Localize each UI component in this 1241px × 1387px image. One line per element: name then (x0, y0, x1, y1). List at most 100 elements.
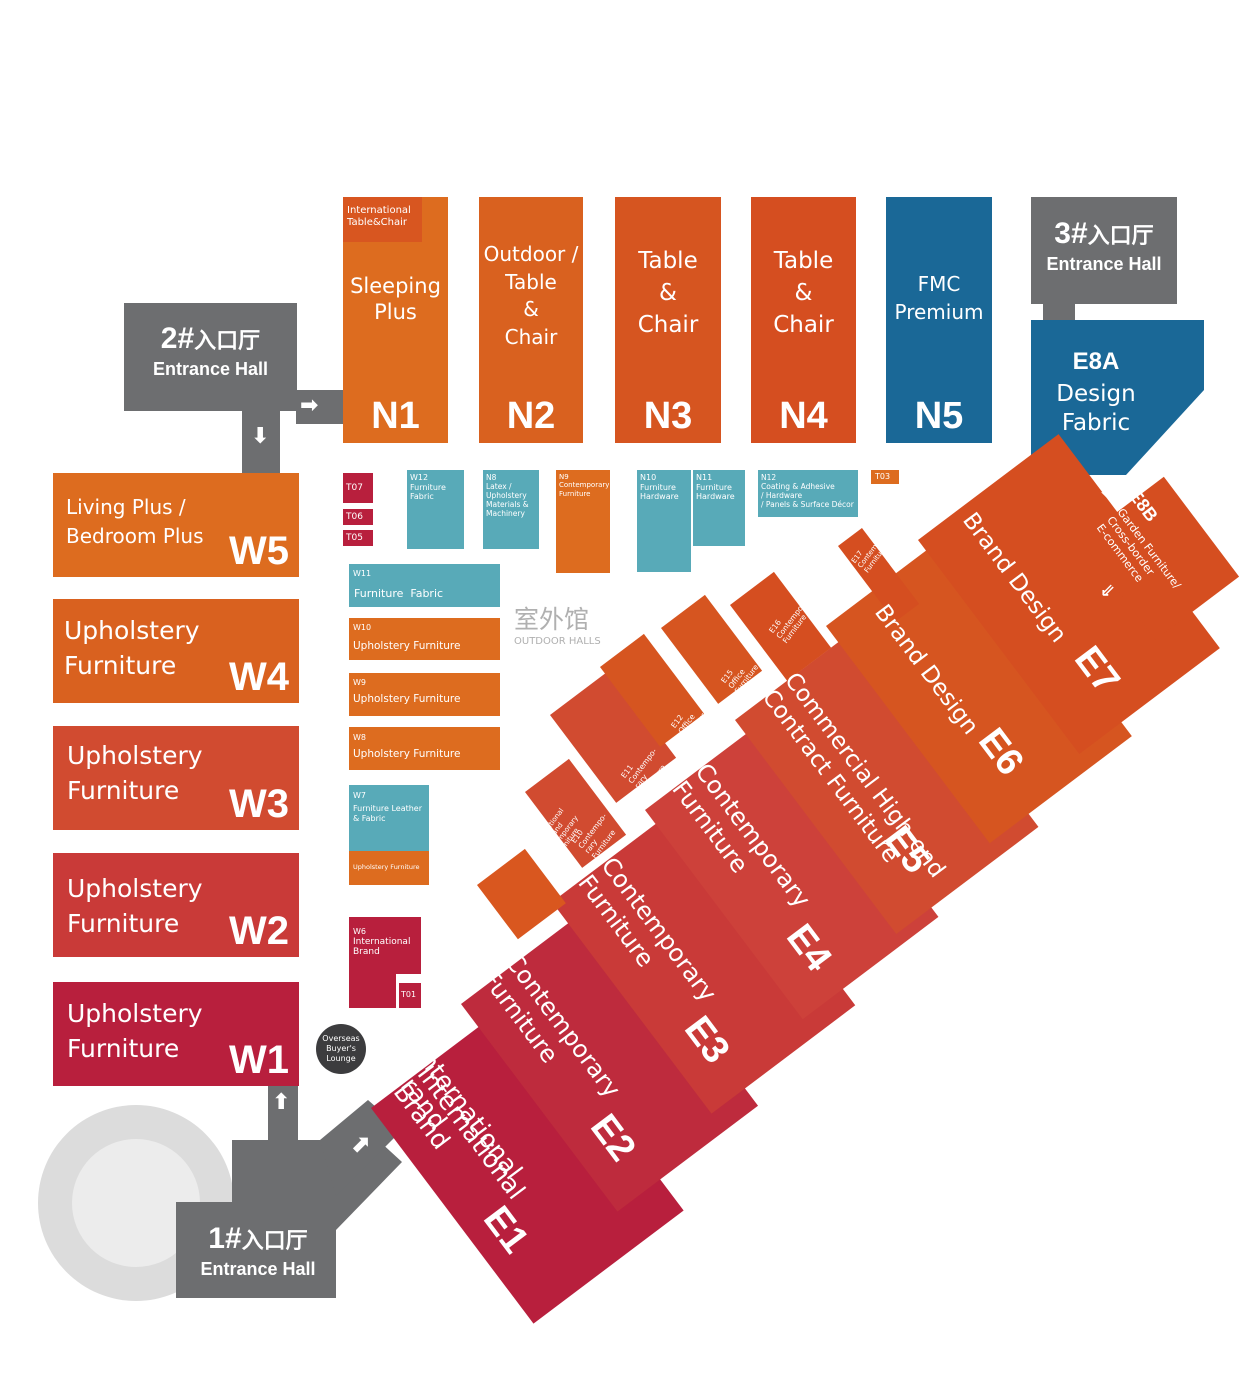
hall-n1-sub-area: International Table&Chair (343, 197, 422, 242)
hall-w5-code: W5 (229, 529, 289, 573)
hall-e8a-gap (1043, 304, 1075, 320)
hall-t01[interactable]: T01 (399, 983, 421, 1008)
hall-w10-label: Upholstery Furniture (353, 640, 461, 652)
hall-t06-label: T06 (346, 512, 363, 522)
hall-w5[interactable]: Living Plus / Bedroom Plus W5 (53, 473, 299, 577)
entrance-1-cn: 入口厅 (241, 1229, 308, 1254)
hall-n1-sub-label: International Table&Chair (347, 205, 411, 228)
entrance-hall-3 (1031, 197, 1177, 304)
hall-n1[interactable]: International Table&Chair Sleeping Plus … (343, 197, 448, 443)
hall-w8[interactable]: W8 Upholstery Furniture (349, 727, 500, 770)
hall-e8a-code: E8A (1072, 348, 1120, 375)
hall-w1-code: W1 (229, 1038, 289, 1082)
hall-w8-label: Upholstery Furniture (353, 748, 461, 760)
hall-n1-label: Sleeping Plus (350, 274, 441, 325)
hall-n8-label: N8 Latex / Upholstery Materials & Machin… (486, 473, 529, 518)
hall-w10-code: W10 (353, 623, 372, 632)
hall-w5-label: Living Plus / Bedroom Plus (66, 495, 204, 548)
hall-n11[interactable]: N11 Furniture Hardware (693, 470, 745, 546)
overseas-lounge[interactable]: Overseas Buyer's Lounge (316, 1024, 366, 1074)
hall-w3-label: Upholstery Furniture (67, 741, 203, 805)
arrow-up-icon: ⬆ (272, 1090, 291, 1115)
hall-n9-label: N9 Contemporary Furniture (559, 473, 610, 498)
hall-n10-label: N10 Furniture Hardware (640, 473, 679, 502)
arrow-down-outline-icon-2: ⇩ (1098, 478, 1115, 502)
entrance-3-en: Entrance Hall (1046, 254, 1162, 274)
hall-n5-label: FMC Premium (894, 272, 984, 324)
entrance-1-connector-up (268, 1082, 298, 1142)
hall-w7-sub-area: Upholstery Furniture (349, 851, 429, 885)
hall-w4-code: W4 (229, 655, 289, 699)
hall-n12-label: N12 Coating & Adhesive / Hardware / Pane… (761, 473, 854, 509)
hall-n2[interactable]: Outdoor / Table & Chair N2 (479, 197, 583, 443)
hall-w1-label: Upholstery Furniture (67, 999, 203, 1063)
hall-w3[interactable]: Upholstery Furniture W3 (53, 726, 299, 830)
hall-w9[interactable]: W9 Upholstery Furniture (349, 673, 500, 716)
hall-t07[interactable]: T07 (343, 473, 373, 503)
entrance-3-number: 3# (1054, 217, 1088, 250)
hall-e8a-label: Design Fabric (1056, 381, 1136, 437)
hall-w9-label: Upholstery Furniture (353, 693, 461, 705)
overseas-lounge-label: Overseas Buyer's Lounge (322, 1034, 360, 1063)
hall-n11-label: N11 Furniture Hardware (696, 473, 735, 502)
entrance-1-shape (176, 1100, 402, 1298)
hall-n3-code: N3 (643, 395, 693, 437)
hall-w7-code: W7 (353, 791, 366, 800)
hall-w11-code: W11 (353, 569, 372, 578)
outdoor-halls-en: OUTDOOR HALLS (514, 636, 601, 647)
hall-w7-label: Furniture Leather & Fabric (353, 804, 423, 824)
hall-w11-label: Furniture Fabric (354, 587, 444, 600)
hall-w6-label: International Brand (353, 937, 411, 958)
hall-w6-code: W6 (353, 927, 366, 936)
hall-e8a-shape[interactable] (1031, 320, 1206, 540)
arrow-down-icon: ⬇ (251, 424, 270, 449)
hall-w2-code: W2 (229, 909, 289, 953)
hall-w9-code: W9 (353, 678, 366, 687)
entrance-2-number: 2# (160, 322, 195, 355)
hall-t06[interactable]: T06 (343, 509, 373, 525)
hall-t01-label: T01 (401, 990, 417, 999)
arrow-right-icon: ➡ (300, 393, 319, 418)
entrance-2-label: 2#入口厅 Entrance Hall (124, 322, 297, 380)
hall-w4[interactable]: Upholstery Furniture W4 (53, 599, 299, 703)
hall-t03[interactable]: T03 (871, 470, 899, 484)
hall-n3[interactable]: Table & Chair N3 (615, 197, 721, 443)
hall-w3-code: W3 (229, 782, 289, 826)
hall-n9[interactable]: N9 Contemporary Furniture (556, 470, 610, 573)
hall-w2-label: Upholstery Furniture (67, 874, 203, 938)
hall-e9[interactable] (477, 848, 566, 940)
entrance-2-en: Entrance Hall (152, 359, 269, 379)
entrance-1-label: 1#入口厅 Entrance Hall (176, 1222, 340, 1280)
hall-w1[interactable]: Upholstery Furniture W1 (53, 982, 299, 1086)
hall-n2-code: N2 (506, 395, 556, 437)
hall-w12-label: W12 Furniture Fabric (410, 473, 446, 502)
hall-n4-code: N4 (779, 395, 828, 437)
entrance-2-cn: 入口厅 (194, 329, 261, 354)
hall-n4-label: Table & Chair (773, 248, 834, 339)
hall-n10[interactable]: N10 Furniture Hardware (637, 470, 691, 572)
arrow-left-icon: ⇦ (1002, 413, 1019, 437)
hall-w2[interactable]: Upholstery Furniture W2 (53, 853, 299, 957)
arrow-down-left-icon: ⇙ (1100, 580, 1116, 601)
hall-n5[interactable]: FMC Premium N5 (886, 197, 992, 443)
hall-t05-label: T05 (346, 533, 363, 543)
entrance-1-number: 1# (208, 1222, 242, 1255)
entrance-3-cn: 入口厅 (1087, 224, 1154, 249)
hall-n4[interactable]: Table & Chair N4 (751, 197, 856, 443)
outdoor-halls-cn: 室外馆 (514, 605, 590, 634)
hall-w11[interactable]: W11 Furniture Fabric (349, 564, 500, 607)
hall-w12[interactable]: W12 Furniture Fabric (407, 470, 464, 549)
entrance-1-en: Entrance Hall (200, 1259, 316, 1279)
hall-w7[interactable]: W7 Furniture Leather & Fabric Upholstery… (349, 785, 429, 885)
hall-n1-code: N1 (371, 395, 420, 437)
entrance-hall-2 (124, 303, 297, 411)
hall-t07-label: T07 (346, 483, 363, 493)
hall-t05[interactable]: T05 (343, 530, 373, 546)
hall-w7-sub-label: Upholstery Furniture (353, 863, 420, 871)
hall-t03-label: T03 (875, 472, 891, 481)
hall-n12[interactable]: N12 Coating & Adhesive / Hardware / Pane… (758, 470, 858, 517)
hall-n8[interactable]: N8 Latex / Upholstery Materials & Machin… (483, 470, 539, 549)
entrance-2-connector-down (242, 410, 280, 473)
hall-n3-label: Table & Chair (637, 248, 699, 339)
hall-w10[interactable]: W10 Upholstery Furniture (349, 618, 500, 660)
